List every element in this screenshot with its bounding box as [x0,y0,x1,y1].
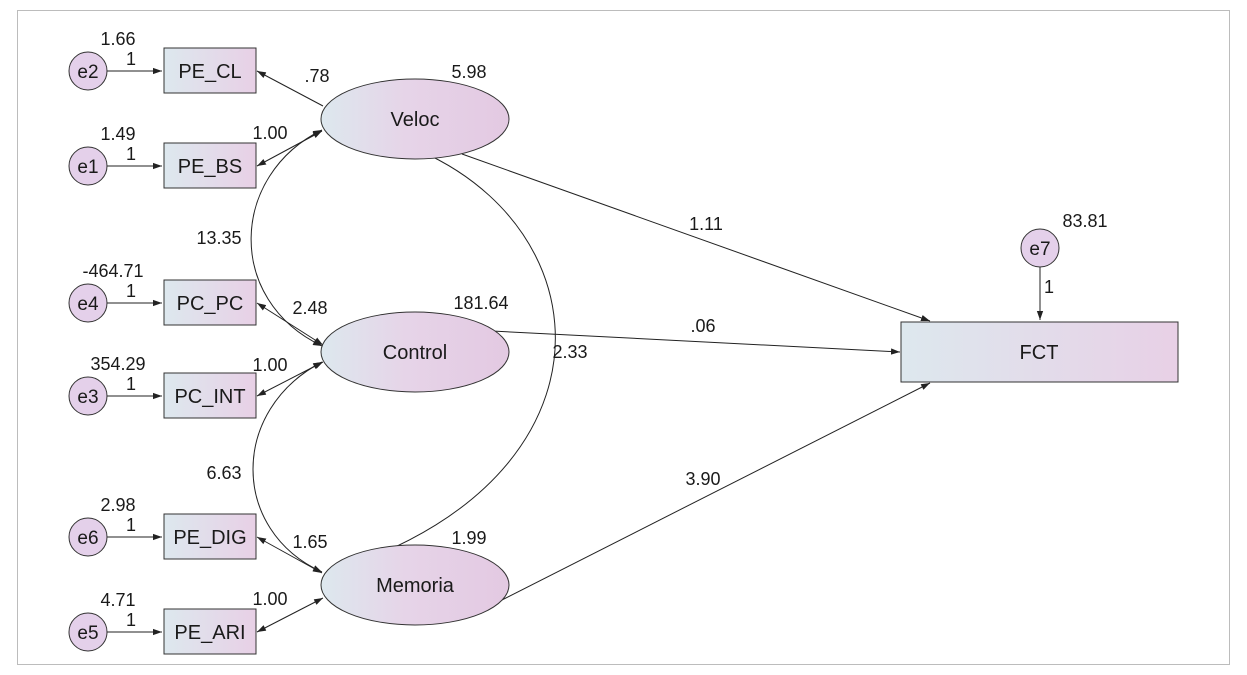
error-label: e4 [77,294,99,315]
latent-ellipse [320,311,510,393]
error-label: e7 [1029,239,1050,260]
covariance-label-veloc-control: 13.35 [196,228,241,248]
error-circle [68,146,108,186]
weight-e3: 1 [126,374,136,394]
weight-e5: 1 [126,610,136,630]
error-label: e6 [77,528,98,549]
error-node-e6: e6 [68,517,108,557]
observed-box [900,321,1179,383]
error-node-e4: e4 [68,283,108,323]
observed-box [163,372,257,419]
path-veloc-pe-bs [256,130,323,167]
error-node-e1: e1 [68,146,108,186]
observed-box [163,142,257,189]
observed-label: PE_DIG [173,527,246,549]
error-node-e2: e2 [68,51,108,91]
observed-fct: FCT [900,321,1179,383]
weight-e7: 1 [1044,277,1054,297]
covariance-label-control-memoria: 6.63 [206,463,241,483]
latent-label: Veloc [391,109,440,131]
observed-box [163,279,257,326]
error-circle [68,612,108,652]
path-memoria-pe-ari [256,597,324,633]
latent-ellipse [320,544,510,626]
error-circle [68,51,108,91]
weight-e1: 1 [126,144,136,164]
covariance-label-veloc-memoria: 2.33 [552,342,587,362]
latent-veloc: Veloc [320,78,510,160]
observed-pe-bs: PE_BS [163,142,257,189]
variance-veloc: 5.98 [451,62,486,82]
observed-label: PC_PC [177,293,244,315]
path-veloc-fct [461,153,931,322]
weight-e4: 1 [126,281,136,301]
latent-ellipse [320,78,510,160]
observed-label: FCT [1020,342,1059,364]
path-memoria-fct [491,382,931,606]
weight-e6: 1 [126,515,136,535]
latent-control: Control [320,311,510,393]
loading-veloc-pe-bs: 1.00 [252,123,287,143]
observed-pc-pc: PC_PC [163,279,257,326]
error-circle [68,376,108,416]
regression-control-fct: .06 [690,316,715,336]
observed-label: PE_CL [178,61,241,83]
variance-e4: -464.71 [82,261,143,281]
variance-e6: 2.98 [100,495,135,515]
observed-pe-dig: PE_DIG [163,513,257,560]
error-circle [68,283,108,323]
latent-label: Control [383,342,447,364]
variance-e2: 1.66 [100,29,135,49]
loading-control-pc-int: 1.00 [252,355,287,375]
error-label: e3 [77,387,98,408]
variance-e3: 354.29 [90,354,145,374]
latent-label: Memoria [376,575,455,597]
error-label: e5 [77,623,98,644]
observed-pe-ari: PE_ARI [163,608,257,655]
observed-pc-int: PC_INT [163,372,257,419]
variance-memoria: 1.99 [451,528,486,548]
loading-control-pc-pc: 2.48 [292,298,327,318]
error-label: e2 [77,62,98,83]
variance-e1: 1.49 [100,124,135,144]
regression-veloc-fct: 1.11 [689,214,723,234]
loading-veloc-pe-cl: .78 [304,66,329,86]
covariance-control-memoria [252,361,323,573]
observed-box [163,47,257,94]
error-node-e5: e5 [68,612,108,652]
error-circle [1020,228,1060,268]
error-node-e3: e3 [68,376,108,416]
path-veloc-pe-cl [256,70,324,107]
observed-pe-cl: PE_CL [163,47,257,94]
error-circle [68,517,108,557]
path-control-pc-pc [256,302,324,346]
observed-label: PC_INT [174,386,245,408]
covariance-veloc-control [250,129,323,347]
loading-memoria-pe-ari: 1.00 [252,589,287,609]
regression-memoria-fct: 3.90 [685,469,720,489]
path-control-fct [491,330,901,355]
observed-box [163,513,257,560]
variance-e7: 83.81 [1062,211,1107,231]
observed-label: PE_BS [178,156,242,178]
error-label: e1 [77,157,98,178]
observed-box [163,608,257,655]
error-node-e7: e7 [1020,228,1060,268]
variance-control: 181.64 [453,293,508,313]
weight-e2: 1 [126,49,136,69]
loading-memoria-pe-dig: 1.65 [292,532,327,552]
latent-memoria: Memoria [320,544,510,626]
variance-e5: 4.71 [100,590,135,610]
observed-label: PE_ARI [174,622,245,644]
